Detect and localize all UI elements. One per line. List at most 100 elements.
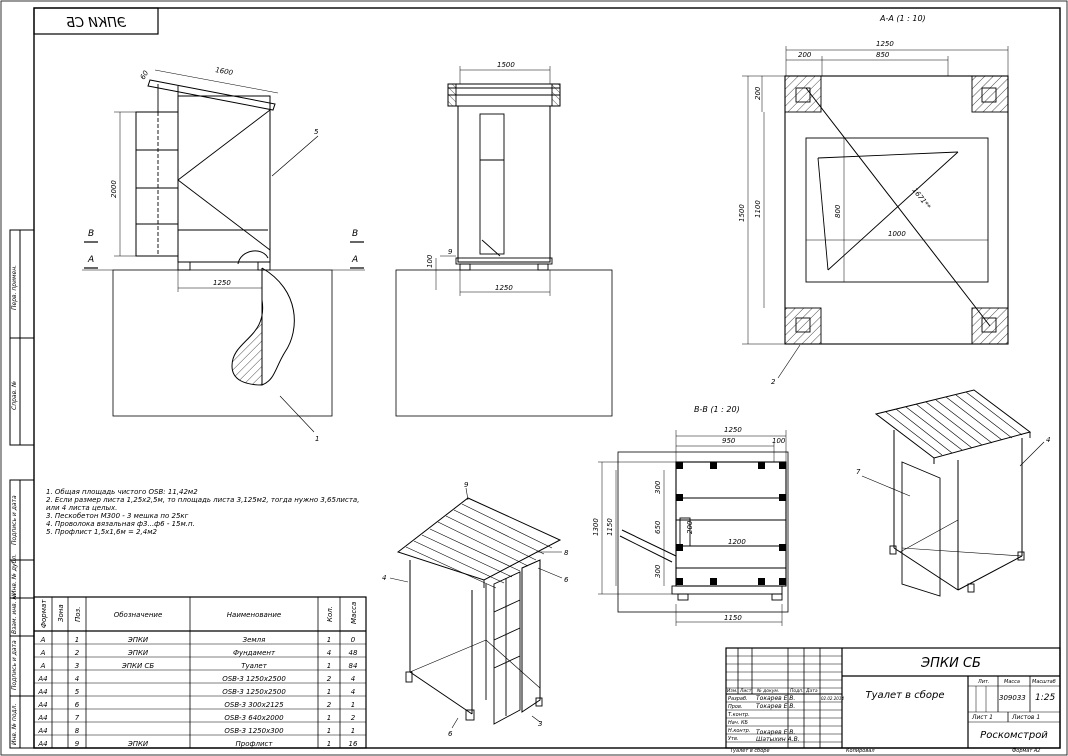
spec-cell: 4 <box>75 675 79 683</box>
spec-header-designation: Обозначение <box>114 611 163 619</box>
front-view-labels: 1500 1250 100 9 <box>426 61 515 292</box>
spec-header-name: Наименование <box>227 611 281 619</box>
title-org: Роскомстрой <box>980 730 1048 741</box>
sheet-copied: Копировал <box>846 748 875 754</box>
front-view <box>395 66 613 417</box>
spec-cell: 4 <box>327 649 331 657</box>
title-bottom-name: Туалет в сборе <box>730 748 770 754</box>
iso-view-right <box>861 389 1045 597</box>
dim-aa-diag: 1671** <box>910 186 932 211</box>
binding-label-1: Перв. примен. <box>11 265 18 310</box>
spec-cell: 1 <box>75 636 79 644</box>
dim-side-tilt: 60 <box>139 69 151 81</box>
spec-cell: 1 <box>351 701 355 709</box>
leader-8: 8 <box>564 549 569 557</box>
notes: 1. Общая площадь чистого OSB: 11,42м2 2.… <box>46 488 359 536</box>
side-ground <box>112 269 333 417</box>
spec-cell: 1 <box>327 636 331 644</box>
title-col-doc: № докум. <box>756 688 779 694</box>
dim-aa-mid: 850 <box>876 51 890 59</box>
mirror-stamp: ЭПКИ СБ <box>33 7 159 35</box>
spec-cell: 4 <box>351 675 355 683</box>
note-1: 1. Общая площадь чистого OSB: 11,42м2 <box>46 488 198 496</box>
leader-4-center: 4 <box>382 574 386 582</box>
title-razrab-date: 02.02.2014 <box>821 696 844 701</box>
spec-cell: 2 <box>75 649 80 657</box>
title-role-nkontr: Н.контр. <box>728 728 750 734</box>
leader-4-right: 4 <box>1046 436 1050 444</box>
section-bb <box>598 430 789 626</box>
spec-cell: А4 <box>37 740 47 748</box>
sheet-format: Формат А2 <box>1012 748 1040 754</box>
title-sheets: Листов 1 <box>1011 714 1040 721</box>
cut-mark-b-left: В <box>88 229 94 239</box>
title-lit-label: Лит. <box>977 679 990 685</box>
spec-cell: А4 <box>37 688 47 696</box>
title-role-nach: Нач. КБ <box>728 720 749 726</box>
spec-cell: 5 <box>75 688 80 696</box>
dim-aa-inner-w: 1000 <box>888 230 906 238</box>
dim-front-base: 1250 <box>495 284 513 292</box>
note-3: 3. Пескобетон М300 - 3 мешка по 25кг <box>46 512 189 520</box>
spec-cell: А <box>40 662 46 670</box>
spec-header-zone: Зона <box>57 604 65 622</box>
note-4: 4. Проволока вязальная ф3...ф6 - 15м.п. <box>46 520 195 528</box>
section-bb-posts <box>676 462 786 585</box>
spec-cell: 1 <box>327 662 331 670</box>
dim-bb-c: 300 <box>654 564 662 578</box>
dim-bb-inner: 1200 <box>728 538 746 546</box>
cut-mark-b-right: В <box>352 229 358 239</box>
spec-cell: OSB-3 640х2000 <box>224 714 284 722</box>
dim-aa-total: 1250 <box>876 40 894 48</box>
spec-cell: 48 <box>349 649 358 657</box>
side-foundation-hatch <box>231 268 264 386</box>
dim-bb-small: 100 <box>772 437 786 445</box>
title-utv-name: Шатыхин А.В. <box>756 736 800 743</box>
title-col-izm: Изм. <box>727 688 738 694</box>
dim-aa-height: 1500 <box>738 204 746 222</box>
dim-bb-h2: 1150 <box>606 518 614 536</box>
spec-cell: 2 <box>327 701 332 709</box>
spec-cell: 2 <box>351 714 356 722</box>
leader-6b: 6 <box>448 730 453 738</box>
iso-view-center <box>389 487 563 729</box>
leader-6: 6 <box>564 576 569 584</box>
binding-label-7: Инв. № подл. <box>11 704 18 745</box>
spec-cell: 9 <box>75 740 80 748</box>
side-view-labels: 1600 60 2000 1250 5 В А В А <box>87 66 358 287</box>
spec-cell: А <box>40 636 46 644</box>
binding-labels: Перв. примен. Справ. № Подпись и дата Ин… <box>11 265 18 745</box>
spec-cell: Земля <box>243 636 266 644</box>
title-prov-name: Токарев Е.В. <box>756 703 795 710</box>
note-2: 2. Если размер листа 1,25х2,5м, то площа… <box>46 496 359 504</box>
inner-frame <box>33 7 1061 749</box>
title-sheet: Лист 1 <box>971 714 993 721</box>
dim-bb-a: 300 <box>654 480 662 494</box>
dim-aa-window-h: 800 <box>834 204 842 218</box>
spec-cell: OSB-3 300х2125 <box>224 701 284 709</box>
spec-cell: OSB-3 1250х300 <box>224 727 284 735</box>
section-bb-labels: 1250 950 100 1300 1150 300 650 300 200 1… <box>592 426 786 622</box>
title-role-utv: Утв. <box>728 736 739 742</box>
title-block <box>725 647 1061 749</box>
binding-label-4: Инв. № дубл. <box>11 554 18 595</box>
section-aa-title: А-А (1 : 10) <box>879 14 926 23</box>
title-col-list: Лист <box>739 688 752 694</box>
title-mass-label: Масса <box>1004 679 1020 685</box>
spec-cell: 1 <box>327 714 331 722</box>
spec-cell: 8 <box>75 727 80 735</box>
spec-cell: 1 <box>327 740 331 748</box>
binding-label-5: Взам. инв. № <box>11 593 18 634</box>
title-role-prov: Пров. <box>728 704 743 710</box>
section-aa <box>742 46 1009 379</box>
spec-cell: 4 <box>351 688 355 696</box>
dim-side-base: 1250 <box>213 279 231 287</box>
note-5: 5. Профлист 1,5х1,6м = 2,4м2 <box>46 528 157 536</box>
binding-label-6: Подпись и дата <box>11 640 18 690</box>
title-role-tkontr: Т.контр. <box>728 712 750 718</box>
spec-header-qty: Кол. <box>326 606 334 622</box>
title-block-text: ЭПКИ СБ Туалет в сборе Роскомстрой Лит. … <box>727 656 1056 754</box>
title-razrab-name: Токарев Е.В. <box>756 695 795 702</box>
